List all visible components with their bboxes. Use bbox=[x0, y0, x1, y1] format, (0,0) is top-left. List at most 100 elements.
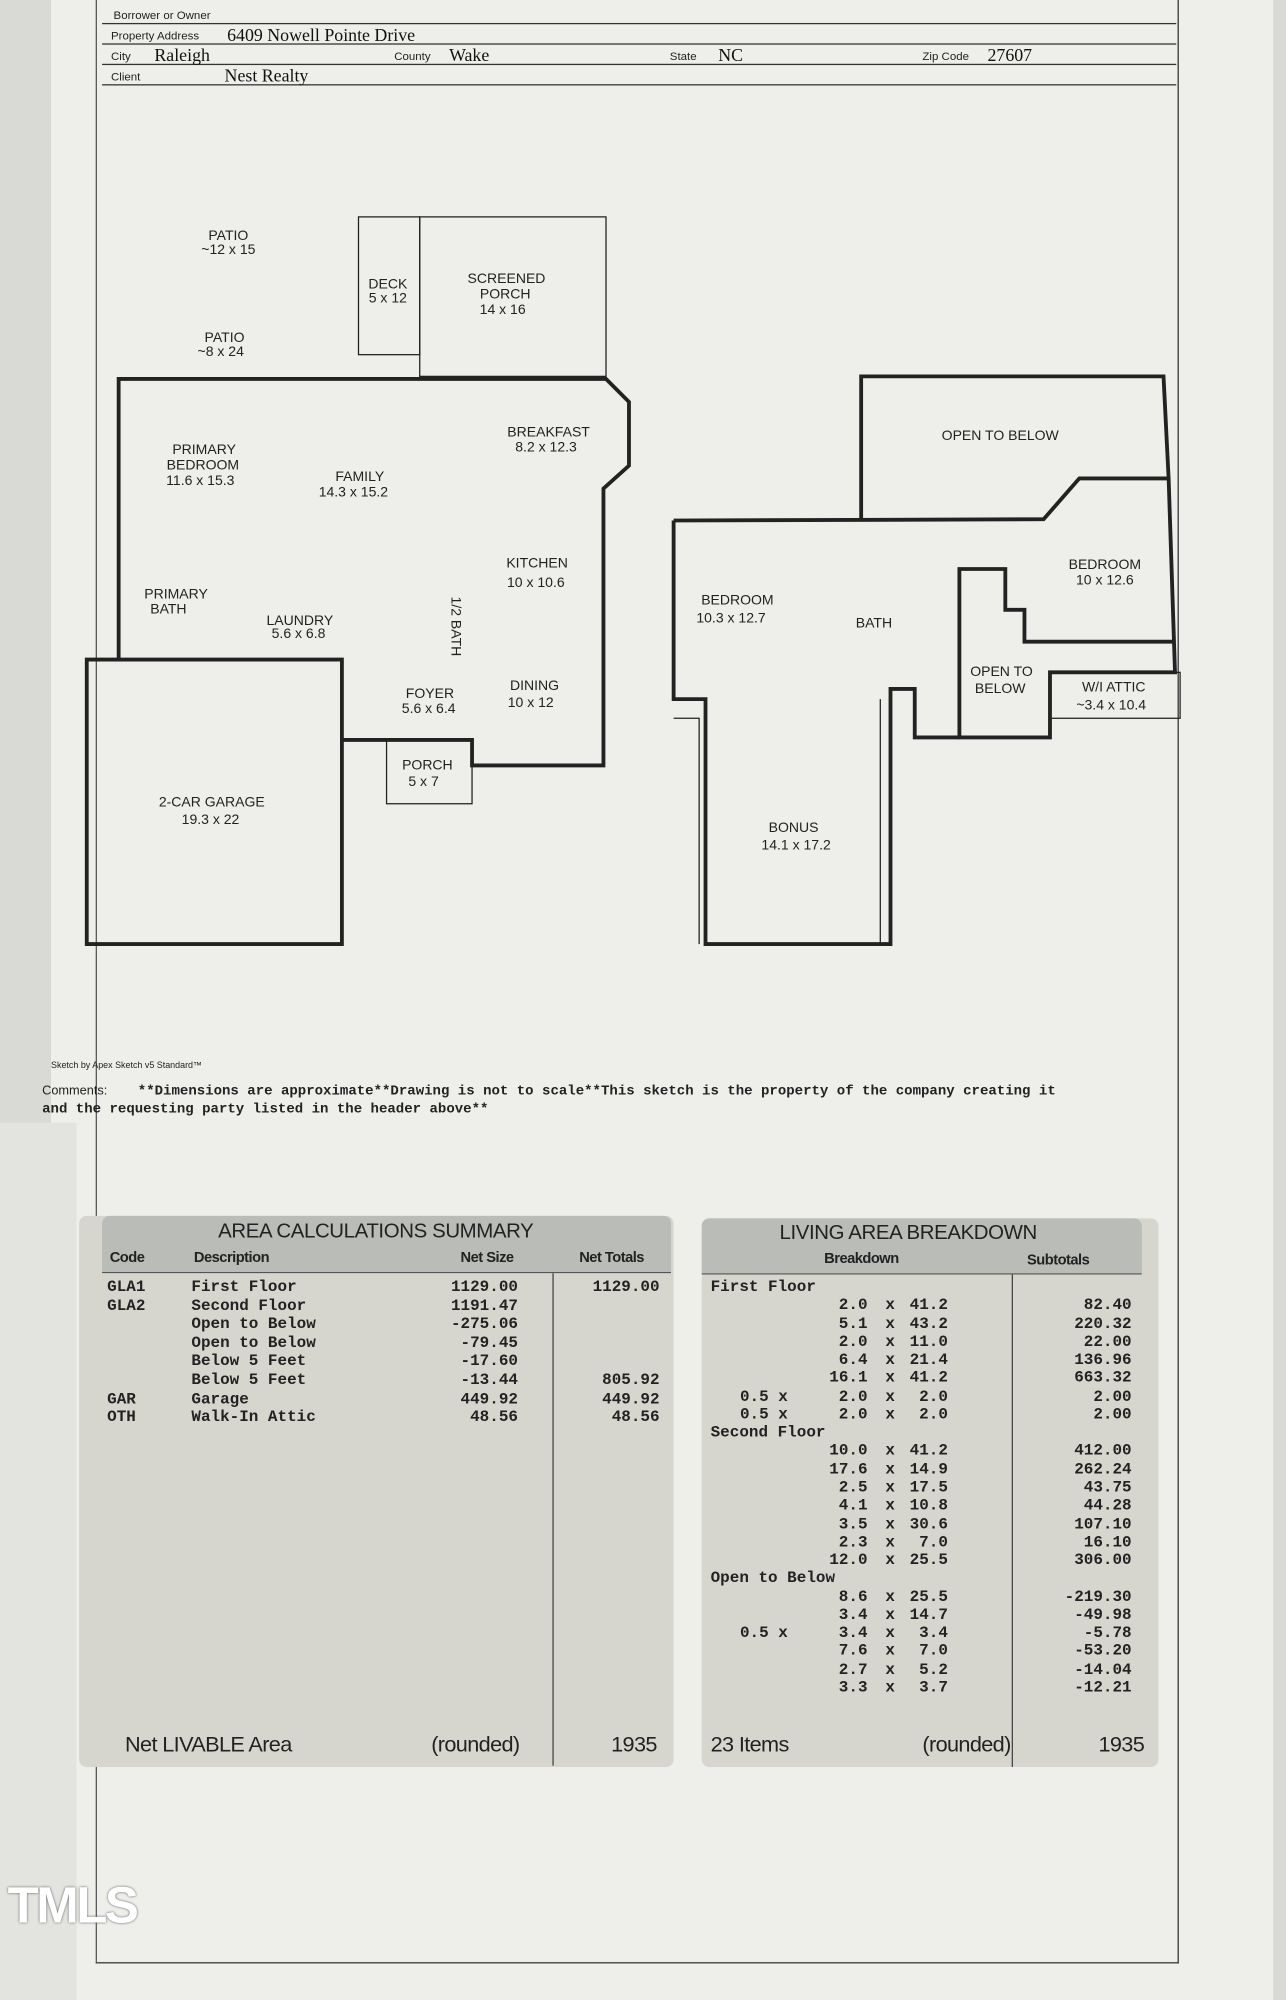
room-label: BELOW bbox=[975, 680, 1026, 696]
breakdown-dim-b: 5.2 bbox=[919, 1660, 948, 1679]
col-net-size: Net Size bbox=[460, 1250, 515, 1266]
state-label: State bbox=[669, 49, 697, 63]
breakdown-subtotal: 220.32 bbox=[1074, 1314, 1132, 1333]
row-net-size: -79.45 bbox=[460, 1334, 518, 1353]
breakdown-times: x bbox=[885, 1405, 895, 1424]
col-net-totals: Net Totals bbox=[579, 1250, 644, 1266]
breakdown-times: x bbox=[885, 1642, 895, 1661]
net-livable-label: Net LIVABLE Area bbox=[125, 1732, 292, 1757]
row-description: Open to Below bbox=[191, 1334, 316, 1353]
room-label: W/I ATTIC bbox=[1082, 678, 1146, 694]
breakdown-subtotal: 412.00 bbox=[1074, 1442, 1132, 1461]
page-frame bbox=[95, 0, 1179, 1964]
breakdown-subtotal: -12.21 bbox=[1074, 1678, 1132, 1697]
area-summary-header bbox=[102, 1215, 672, 1274]
room-label: BATH bbox=[856, 615, 892, 631]
open-to-below-outline bbox=[859, 374, 1171, 520]
breakdown-dim-a: 8.6 bbox=[838, 1587, 868, 1606]
breakdown-subtotal: 2.00 bbox=[1093, 1405, 1132, 1424]
city-label: City bbox=[110, 49, 131, 63]
breakdown-multiplier: 0.5 x bbox=[739, 1405, 788, 1424]
breakdown-dim-a: 3.4 bbox=[838, 1606, 868, 1624]
bonus-outline bbox=[671, 520, 960, 946]
room-label: BATH bbox=[150, 601, 186, 617]
paper-edge bbox=[0, 1122, 77, 2000]
room-dim: 14.1 x 17.2 bbox=[761, 837, 831, 853]
area-summary-title: AREA CALCULATIONS SUMMARY bbox=[218, 1220, 534, 1243]
borrower-label: Borrower or Owner bbox=[113, 8, 211, 22]
row-net-total: 48.56 bbox=[611, 1408, 660, 1427]
room-label: PATIO bbox=[208, 227, 248, 243]
breakdown-section-label: Second Floor bbox=[710, 1423, 826, 1442]
column-divider bbox=[552, 1273, 554, 1766]
row-net-size: 48.56 bbox=[470, 1408, 518, 1427]
county-label: County bbox=[394, 49, 431, 63]
header-row-city: City Raleigh County Wake State NC Zip Co… bbox=[102, 43, 1177, 67]
breakdown-dim-b: 3.7 bbox=[919, 1678, 948, 1697]
row-description: Open to Below bbox=[191, 1315, 316, 1334]
room-dim: 5 x 12 bbox=[369, 289, 407, 305]
breakdown-dim-b: 2.0 bbox=[919, 1387, 948, 1406]
breakdown-subtotal: -53.20 bbox=[1074, 1642, 1132, 1661]
breakdown-dim-a: 2.3 bbox=[838, 1533, 868, 1552]
net-livable-rounded: (rounded) bbox=[431, 1732, 520, 1757]
col-breakdown: Breakdown bbox=[824, 1251, 899, 1267]
room-dim: ~8 x 24 bbox=[198, 343, 245, 359]
header-row-address: Property Address 6409 Nowell Pointe Driv… bbox=[102, 23, 1177, 46]
breakdown-subtotal: 43.75 bbox=[1083, 1478, 1132, 1497]
sketch-credit: Sketch by Apex Sketch v5 Standard™ bbox=[51, 1061, 202, 1071]
room-label: BEDROOM bbox=[167, 456, 239, 472]
breakdown-subtotal: 44.28 bbox=[1083, 1496, 1132, 1515]
breakdown-dim-b: 21.4 bbox=[909, 1351, 948, 1370]
breakdown-times: x bbox=[885, 1442, 895, 1461]
breakdown-subtotal: 306.00 bbox=[1074, 1551, 1132, 1570]
breakdown-dim-b: 3.4 bbox=[919, 1624, 948, 1643]
breakdown-dim-b: 2.0 bbox=[919, 1405, 948, 1424]
room-dim: 14.3 x 15.2 bbox=[319, 483, 389, 499]
city-value: Raleigh bbox=[154, 47, 210, 67]
breakdown-dim-b: 14.9 bbox=[909, 1460, 948, 1479]
breakdown-times: x bbox=[885, 1660, 895, 1679]
breakdown-subtotal: 663.32 bbox=[1074, 1369, 1132, 1388]
breakdown-dim-a: 2.0 bbox=[838, 1332, 868, 1351]
living-breakdown-title: LIVING AREA BREAKDOWN bbox=[779, 1222, 1038, 1244]
second-floor-labels: OPEN TO BELOW BEDROOM 10 x 12.6 BEDROOM … bbox=[696, 427, 1146, 853]
room-dim: 10 x 12 bbox=[508, 694, 554, 710]
garage-outline bbox=[84, 657, 344, 946]
breakdown-dim-b: 17.5 bbox=[909, 1478, 948, 1497]
breakdown-subtotal: 107.10 bbox=[1074, 1515, 1132, 1533]
room-label: FOYER bbox=[406, 685, 454, 701]
breakdown-dim-b: 7.0 bbox=[919, 1642, 948, 1661]
first-floor-outline bbox=[116, 376, 631, 768]
living-breakdown-panel bbox=[701, 1218, 1159, 1767]
room-label: DINING bbox=[510, 677, 559, 693]
row-description: Second Floor bbox=[191, 1296, 307, 1315]
row-net-size: -13.44 bbox=[460, 1371, 518, 1390]
column-divider bbox=[1011, 1274, 1014, 1767]
tmls-watermark: TMLS bbox=[7, 1877, 139, 1935]
breakdown-dim-b: 7.0 bbox=[919, 1533, 948, 1552]
breakdown-times: x bbox=[885, 1332, 895, 1351]
screened-porch-outline bbox=[419, 216, 607, 377]
state-value: NC bbox=[718, 47, 744, 67]
breakdown-times: x bbox=[885, 1460, 895, 1479]
row-code: GLA2 bbox=[107, 1296, 146, 1315]
breakdown-dim-a: 3.5 bbox=[838, 1515, 868, 1533]
breakdown-times: x bbox=[885, 1678, 895, 1697]
breakdown-subtotal: 136.96 bbox=[1074, 1351, 1132, 1370]
breakdown-rounded: (rounded) bbox=[922, 1732, 1011, 1757]
room-dim: 19.3 x 22 bbox=[182, 811, 240, 827]
room-dim: 5.6 x 6.4 bbox=[402, 700, 456, 716]
breakdown-dim-a: 2.0 bbox=[838, 1405, 868, 1424]
row-net-size: -17.60 bbox=[460, 1352, 518, 1371]
breakdown-times: x bbox=[885, 1624, 895, 1643]
items-count: 23 Items bbox=[710, 1732, 790, 1757]
row-net-size: 1191.47 bbox=[450, 1296, 518, 1315]
room-dim: ~3.4 x 10.4 bbox=[1076, 696, 1146, 712]
breakdown-section-label: Open to Below bbox=[710, 1569, 836, 1588]
first-floor-labels: PATIO ~12 x 15 PATIO ~8 x 24 DECK 5 x 12… bbox=[144, 227, 590, 827]
header-row-borrower: Borrower or Owner bbox=[102, 3, 1177, 25]
zip-label: Zip Code bbox=[922, 49, 970, 63]
breakdown-dim-a: 10.0 bbox=[829, 1442, 868, 1461]
